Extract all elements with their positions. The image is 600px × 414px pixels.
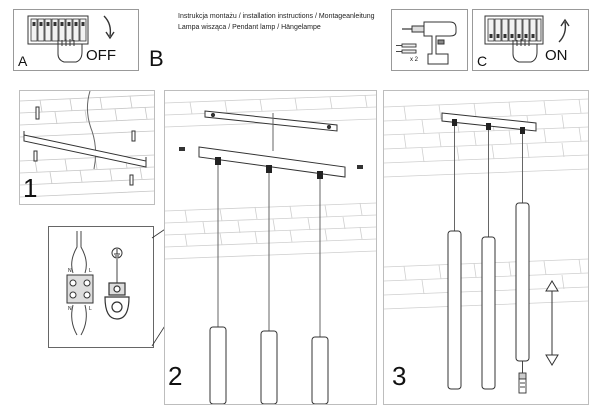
led-bulb-icon — [518, 361, 527, 394]
step-2-panel: 2 — [164, 90, 377, 405]
ceiling-canopy — [198, 146, 346, 178]
wiring-detail-inset: N L N L — [48, 226, 154, 348]
step-1-panel: 1 — [19, 90, 155, 205]
wire-label-l-top: L — [89, 268, 92, 274]
hand-icon — [512, 39, 538, 63]
up-down-arrow-icon — [545, 280, 559, 366]
ceiling-canopy — [441, 112, 537, 132]
screw-icon — [33, 106, 136, 186]
lamp-type-title: Lampa wisząca / Pendant lamp / Hängelamp… — [178, 24, 321, 31]
step-3-illustration — [384, 98, 588, 394]
wire-label-l-bottom: L — [89, 306, 92, 312]
step-2-illustration — [165, 94, 376, 404]
wall-anchor-icon — [396, 43, 417, 54]
suspension-cords — [454, 126, 523, 237]
panel-a-letter: A — [18, 53, 28, 69]
panel-a: A OFF — [13, 9, 139, 71]
wiring-illustration — [66, 231, 130, 336]
instructions-title: Instrukcja montażu / installation instru… — [178, 13, 375, 20]
step-2-number: 2 — [168, 361, 183, 391]
step-1-number: 1 — [23, 173, 38, 203]
ground-connector-icon — [104, 282, 130, 320]
wire-label-n-bottom: N — [68, 306, 72, 312]
arrow-up-icon — [558, 18, 570, 43]
wires — [71, 231, 87, 336]
power-cable — [86, 91, 97, 170]
off-label: OFF — [86, 47, 116, 64]
panel-b-tools: x 2 — [391, 9, 468, 71]
arrow-down-icon — [103, 15, 115, 40]
panel-b-letter: B — [149, 46, 164, 71]
cable-grip-icon — [452, 119, 525, 134]
mounting-bracket — [23, 131, 147, 168]
screw-icon — [179, 147, 363, 169]
hand-icon — [57, 39, 83, 63]
pendant-lamp-tubes — [209, 326, 329, 404]
circuit-breaker-icon — [27, 15, 89, 45]
anchor-count: x 2 — [410, 57, 419, 63]
suspension-cords — [217, 165, 321, 337]
terminal-block-icon — [66, 274, 94, 304]
ground-symbol-icon — [111, 247, 123, 259]
panel-c: C ON — [472, 9, 589, 71]
on-label: ON — [545, 47, 568, 64]
step-1-illustration — [20, 91, 154, 198]
drill-and-anchors-illustration — [396, 21, 457, 65]
cable-grip-icon — [215, 157, 323, 179]
breaker-on-illustration — [484, 15, 570, 63]
circuit-breaker-icon — [484, 15, 544, 45]
step-3-number: 3 — [392, 361, 407, 391]
step-3-panel: 3 — [383, 90, 589, 405]
ceiling-bracket — [204, 110, 338, 132]
panel-c-letter: C — [477, 53, 488, 69]
wire-label-n-top: N — [68, 268, 72, 274]
breaker-off-illustration — [27, 15, 115, 63]
drill-icon — [402, 21, 457, 65]
ceiling-texture — [165, 94, 376, 260]
